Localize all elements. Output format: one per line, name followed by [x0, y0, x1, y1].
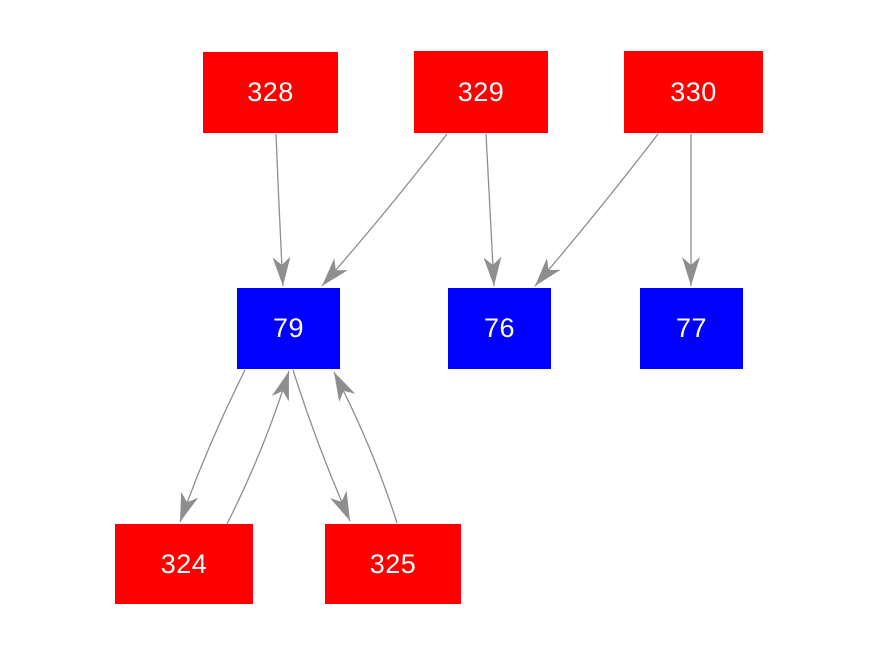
node-label-76: 76: [483, 313, 516, 343]
node-label-77: 77: [675, 313, 708, 343]
node-label-329: 329: [457, 76, 505, 107]
node-label-330: 330: [670, 76, 717, 107]
edge-329-to-79: [321, 133, 448, 287]
arrowhead-329-to-79: [322, 258, 348, 286]
edge-330-to-76: [534, 133, 659, 287]
arrowhead-79-to-325: [330, 490, 350, 521]
node-77: 77: [640, 288, 743, 369]
node-label-325: 325: [369, 548, 417, 579]
arrowhead-324-to-79: [271, 371, 289, 402]
arrowhead-329-to-76: [483, 256, 502, 286]
node-label-79: 79: [272, 313, 305, 343]
node-325: 325: [325, 524, 461, 604]
arrowhead-325-to-79: [334, 372, 356, 402]
arrowhead-330-to-77: [682, 257, 700, 286]
node-329: 329: [414, 51, 548, 133]
node-76: 76: [448, 288, 551, 369]
node-79: 79: [237, 288, 340, 369]
arrowhead-330-to-76: [535, 258, 561, 286]
arrowhead-79-to-324: [180, 491, 199, 522]
node-label-324: 324: [160, 548, 208, 579]
arrowhead-328-to-79: [272, 256, 291, 286]
node-label-328: 328: [247, 77, 294, 107]
node-328: 328: [203, 52, 338, 133]
node-324: 324: [115, 524, 253, 604]
node-330: 330: [624, 51, 763, 133]
